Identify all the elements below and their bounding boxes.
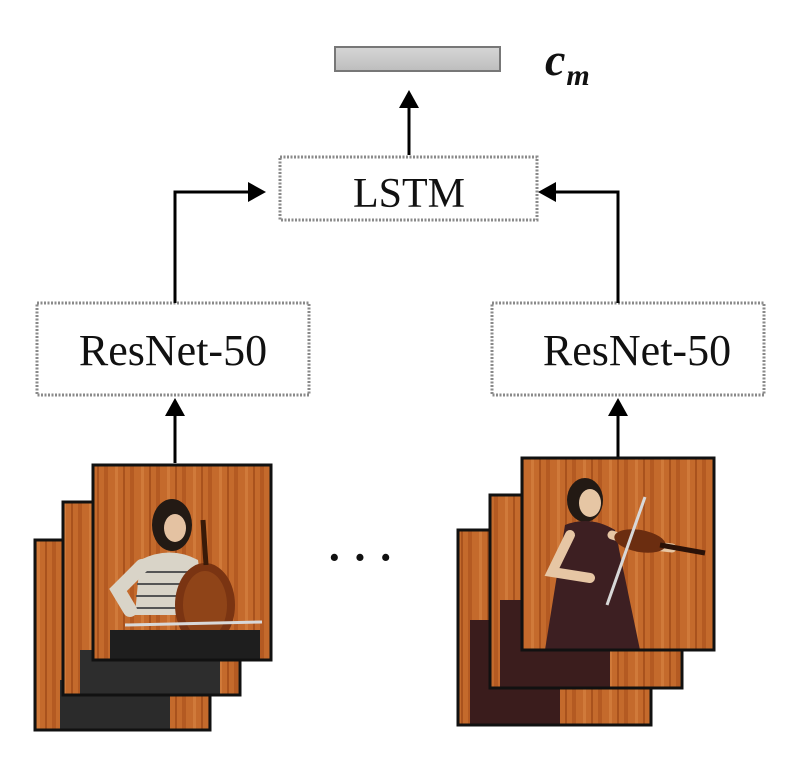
arrowhead-lstm-right: [538, 182, 556, 202]
arrow-right-encoder-to-lstm: [548, 190, 620, 303]
lstm-label: LSTM: [353, 171, 465, 217]
output-vector-label: cm: [545, 34, 590, 92]
frame-left-front: [91, 463, 273, 662]
frame-stack-left: [33, 463, 273, 732]
arrowhead-left-encoder: [165, 398, 185, 416]
resnet-label-left: ResNet-50: [79, 326, 267, 375]
arrowhead-output: [399, 90, 419, 108]
frame-stack-right: [456, 456, 716, 727]
arrowhead-right-encoder: [608, 398, 628, 416]
output-vector-bar: [334, 46, 501, 72]
ellipsis: · · ·: [327, 533, 393, 582]
frame-right-front: [520, 456, 716, 652]
lstm-box: [278, 155, 539, 222]
resnet-box-right: [490, 301, 766, 397]
arrowhead-lstm-left: [248, 182, 266, 202]
arrow-left-encoder-to-lstm: [173, 190, 255, 303]
resnet-label-right: ResNet-50: [543, 326, 731, 375]
resnet-box-left: [35, 301, 311, 397]
